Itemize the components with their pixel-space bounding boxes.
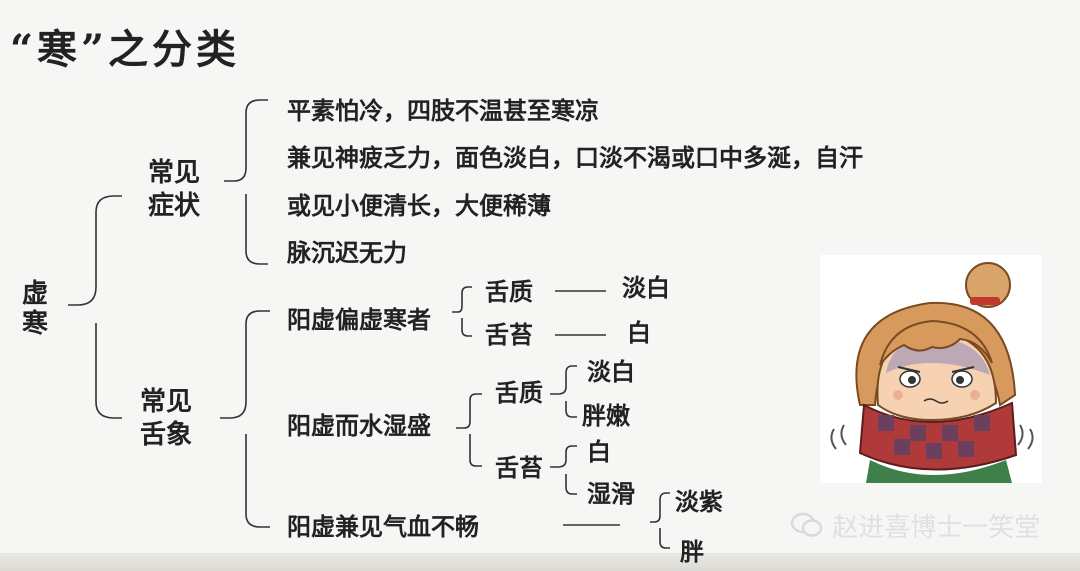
g1-coating-value: 白 <box>627 318 651 347</box>
symptom-item-4: 脉沉迟无力 <box>287 238 407 267</box>
g3-item-2: 胖 <box>680 537 704 566</box>
g3-label: 阳虚兼见气血不畅 <box>287 512 479 541</box>
symptoms-bracket <box>224 99 268 265</box>
watermark: 赵进喜博士一笑堂 <box>790 507 1040 546</box>
g2-quality-item-2: 胖嫩 <box>582 401 630 430</box>
g1-quality-value: 淡白 <box>622 273 670 302</box>
g1-label: 阳虚偏虚寒者 <box>287 305 431 334</box>
g2-coating-item-2: 湿滑 <box>587 479 635 508</box>
symptoms-label-text: 常见症状 <box>148 158 201 221</box>
g2-label: 阳虚而水湿盛 <box>287 411 431 440</box>
g2-coating-item-1: 白 <box>587 437 611 466</box>
g1-coating-label: 舌苔 <box>485 320 533 349</box>
page-title: “寒”之分类 <box>10 26 241 73</box>
watermark-text: 赵进喜博士一笑堂 <box>832 513 1041 543</box>
tongue-label-text: 常见舌象 <box>140 387 193 450</box>
symptom-item-3: 或见小便清长，大便稀薄 <box>287 191 551 220</box>
symptom-item-1: 平素怕冷，四肢不温甚至寒凉 <box>287 96 599 125</box>
g1-bracket <box>452 286 472 337</box>
g2-quality-label: 舌质 <box>495 378 543 407</box>
tongue-bracket <box>220 310 270 528</box>
tongue-label: 常见舌象 <box>140 386 200 452</box>
symptom-item-2: 兼见神疲乏力，面色淡白，口淡不渴或口中多涎，自汗 <box>287 143 863 172</box>
g2-coating-label: 舌苔 <box>495 453 543 482</box>
cold-girl-illustration <box>820 255 1042 483</box>
g2-quality-item-1: 淡白 <box>587 357 635 386</box>
g3-item-1: 淡紫 <box>675 487 723 516</box>
root-label-text: 虚寒 <box>22 279 49 339</box>
g2-bracket <box>456 393 482 467</box>
root-bracket <box>68 195 122 419</box>
bottom-band <box>0 553 1080 571</box>
root-label: 虚寒 <box>22 279 52 339</box>
g2-quality-bracket <box>550 365 577 418</box>
g1-quality-label: 舌质 <box>485 277 533 306</box>
symptoms-label: 常见症状 <box>148 157 208 223</box>
g2-coating-bracket <box>550 445 577 495</box>
wechat-icon <box>790 511 824 546</box>
cold-girl-icon <box>830 262 1034 483</box>
g3-bracket <box>650 492 670 549</box>
